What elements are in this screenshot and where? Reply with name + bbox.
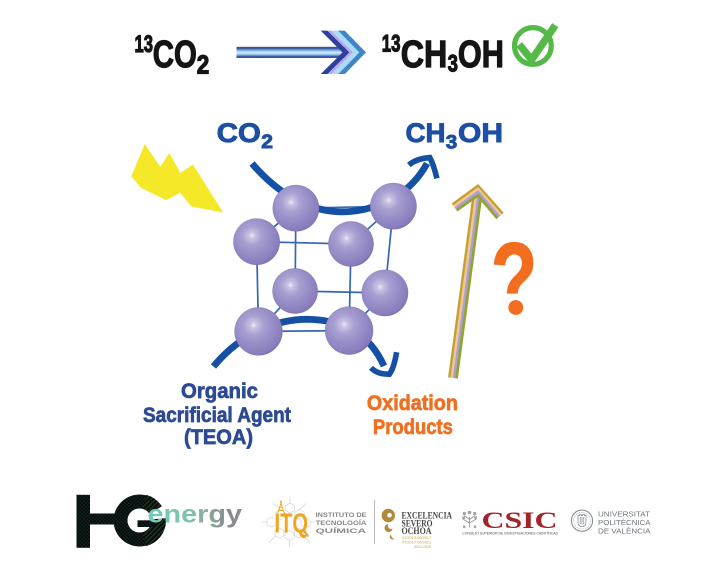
svg-text:OCHOA: OCHOA	[402, 526, 432, 536]
svg-text:2: 2	[261, 132, 273, 153]
svg-text:EXCELENCIA: EXCELENCIA	[402, 510, 453, 520]
svg-text:QUÍMICA: QUÍMICA	[316, 526, 367, 535]
svg-text:13: 13	[382, 31, 401, 58]
svg-text:CO: CO	[217, 118, 261, 148]
svg-text:CH: CH	[406, 118, 446, 148]
svg-text:CH: CH	[401, 34, 448, 76]
svg-text:SEVERO: SEVERO	[402, 518, 433, 528]
svg-text:POLITÈCNICA: POLITÈCNICA	[598, 518, 651, 527]
svg-text:Products: Products	[373, 416, 453, 439]
svg-text:Sacrificial Agent: Sacrificial Agent	[143, 404, 291, 427]
svg-text:07/2017-06/2021: 07/2017-06/2021	[402, 539, 432, 544]
svg-text:3: 3	[446, 132, 458, 153]
svg-text:OH: OH	[458, 34, 504, 76]
svg-text:2: 2	[197, 50, 210, 80]
svg-text:CO: CO	[153, 34, 197, 76]
svg-text:Oxidation: Oxidation	[367, 392, 458, 415]
svg-text:Organic: Organic	[181, 380, 258, 403]
svg-text:INSTITUTO DE: INSTITUTO DE	[316, 512, 368, 519]
svg-text:2023-2026: 2023-2026	[414, 544, 432, 549]
svg-text:3: 3	[448, 51, 458, 78]
svg-text:energy: energy	[148, 501, 243, 529]
svg-text:OH: OH	[458, 118, 503, 148]
svg-text:13: 13	[135, 31, 154, 58]
svg-text:ITQ: ITQ	[275, 508, 309, 539]
svg-text:CONSEJO SUPERIOR DE INVESTIGAC: CONSEJO SUPERIOR DE INVESTIGACIONES CIEN…	[462, 530, 558, 535]
svg-text:UNIVERSITAT: UNIVERSITAT	[598, 510, 651, 519]
svg-text:DE VALÈNCIA: DE VALÈNCIA	[598, 527, 651, 536]
svg-text:CSIC: CSIC	[482, 508, 558, 534]
svg-text:(TEOA): (TEOA)	[184, 426, 253, 449]
svg-text:07/2013-06/2017: 07/2013-06/2017	[402, 535, 432, 540]
svg-text:TECNOLOGÍA: TECNOLOGÍA	[316, 518, 367, 527]
svg-text:?: ?	[491, 222, 538, 337]
